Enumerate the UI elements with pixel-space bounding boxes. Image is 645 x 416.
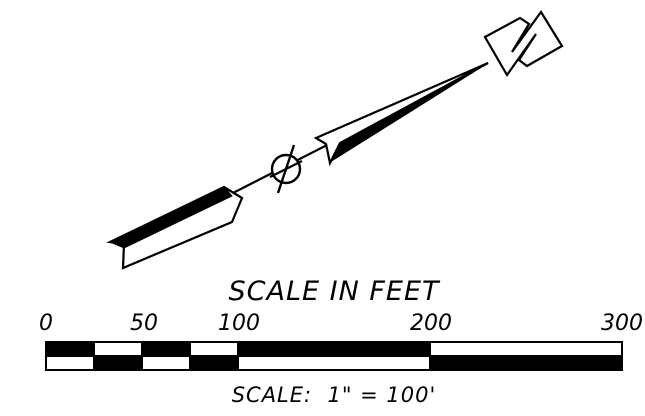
scale-seg-top-6: [430, 342, 622, 356]
scale-seg-bot-5: [238, 356, 430, 370]
scale-tick-label-200: 200: [410, 311, 452, 336]
scale-seg-top-2: [94, 342, 142, 356]
scale-tick-label-100: 100: [218, 311, 260, 336]
scale-tick-labels: 0 50 100 200 300: [39, 311, 643, 336]
north-letter-n: [483, 10, 564, 78]
scale-tick-label-300: 300: [601, 311, 643, 336]
scale-tick-label-50: 50: [130, 311, 158, 336]
north-arrow-center-cross-2: [269, 160, 303, 178]
scale-seg-bot-2: [94, 356, 142, 370]
north-arrow: [106, 10, 564, 270]
north-arrow-head-fill: [328, 62, 489, 164]
scale-ratio: SCALE: 1" = 100': [232, 383, 437, 407]
scale-title: SCALE IN FEET: [228, 276, 441, 307]
scale-tick-label-0: 0: [39, 311, 53, 336]
scale-seg-top-4: [190, 342, 238, 356]
scale-seg-bot-6: [430, 356, 622, 370]
scale-bar-dividers: [93, 342, 431, 370]
scale-seg-top-1: [46, 342, 94, 356]
scale-seg-bot-1: [46, 356, 94, 370]
scale-seg-bot-3: [142, 356, 190, 370]
scale-seg-top-3: [142, 342, 190, 356]
scale-bar: [45, 341, 623, 371]
north-arrow-tail-fill: [108, 186, 233, 249]
scale-seg-top-5: [238, 342, 430, 356]
scale-seg-bot-4: [190, 356, 238, 370]
